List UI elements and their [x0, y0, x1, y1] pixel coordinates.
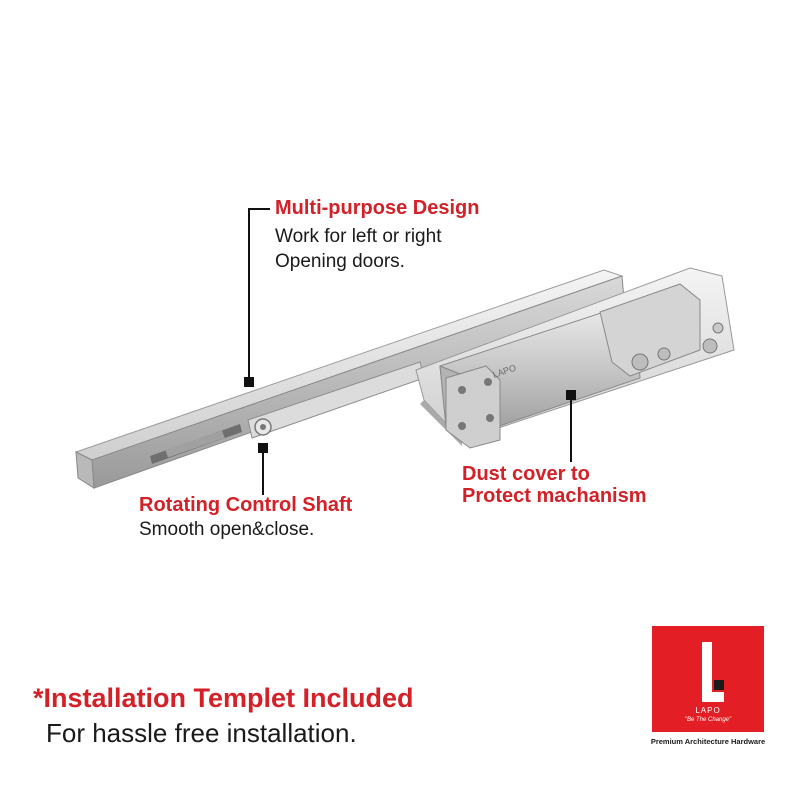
rotating-shaft-leader — [262, 443, 264, 495]
dust-cover-leader — [570, 390, 572, 462]
multi-purpose-line1: Work for left or right — [275, 226, 442, 247]
dust-cover-line1: Dust cover to — [462, 463, 590, 485]
dust-cover-line2: Protect machanism — [462, 485, 647, 507]
brand-logo: LAPO "Be The Change" — [652, 626, 764, 732]
brand-subtitle: Premium Architecture Hardware — [650, 737, 766, 746]
slide-rail — [74, 269, 625, 489]
multi-purpose-marker — [244, 377, 254, 387]
brand-logo-mark — [702, 642, 712, 698]
installation-template-subtitle: For hassle free installation. — [46, 718, 357, 748]
rotating-shaft-title: Rotating Control Shaft — [139, 494, 353, 516]
installation-template-title: *Installation Templet Included — [33, 683, 414, 713]
closer-body: LAPO — [439, 283, 724, 449]
multi-purpose-leader-horizontal — [248, 208, 270, 210]
brand-tagline: "Be The Change" — [684, 717, 732, 723]
brand-logo-mark-square — [714, 680, 724, 690]
brand-name: LAPO — [695, 706, 721, 715]
rotating-shaft-line1: Smooth open&close. — [139, 519, 315, 540]
multi-purpose-line2: Opening doors. — [275, 251, 405, 272]
brand-logo-mark-base — [702, 692, 724, 702]
multi-purpose-leader-vertical — [248, 208, 250, 380]
multi-purpose-title: Multi-purpose Design — [275, 197, 480, 219]
